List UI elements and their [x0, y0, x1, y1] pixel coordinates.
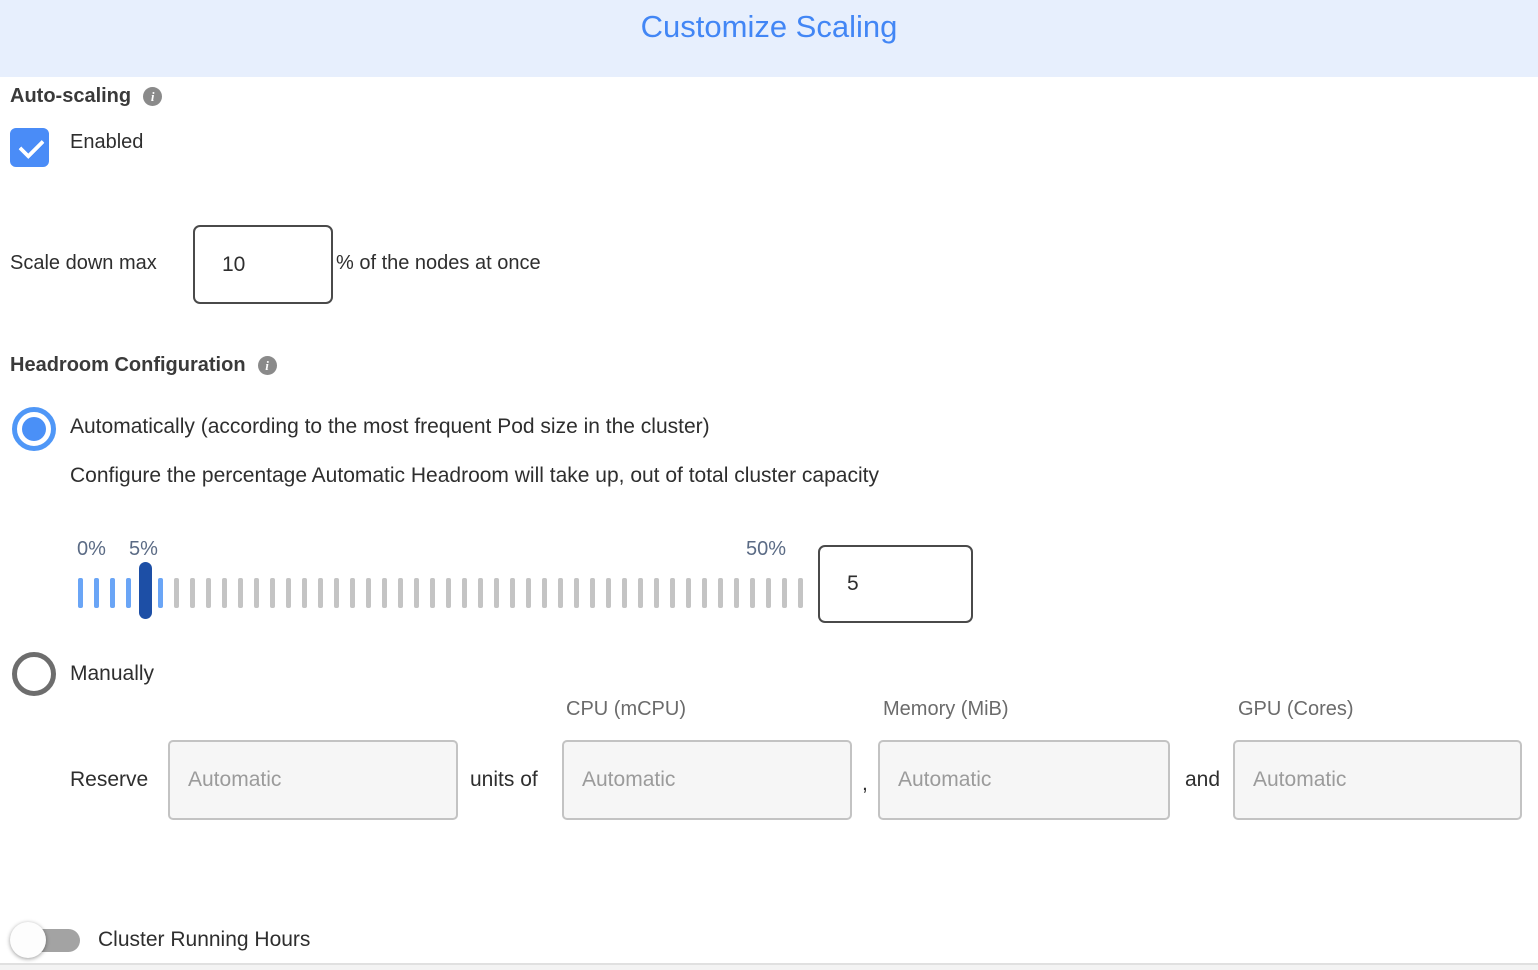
reserve-gpu-input[interactable] — [1233, 740, 1522, 820]
scale-down-max-suffix: % of the nodes at once — [336, 252, 541, 274]
enabled-label: Enabled — [70, 131, 144, 153]
headroom-section-label: Headroom Configuration i — [10, 354, 277, 377]
slider-tick — [494, 578, 499, 608]
auto-scaling-label: Auto-scaling — [10, 85, 132, 107]
auto-scaling-section-label: Auto-scaling i — [10, 85, 163, 108]
slider-tick — [670, 578, 675, 608]
slider-current-label: 5% — [129, 538, 158, 560]
slider-tick — [270, 578, 275, 608]
toggle-knob — [10, 922, 46, 958]
slider-tick — [798, 578, 803, 608]
reserve-count-input[interactable] — [168, 740, 458, 820]
slider-tick — [126, 578, 131, 608]
slider-tick — [366, 578, 371, 608]
slider-tick — [782, 578, 787, 608]
slider-tick — [206, 578, 211, 608]
slider-min-label: 0% — [77, 538, 106, 560]
slider-tick — [190, 578, 195, 608]
and-label: and — [1185, 768, 1221, 791]
comma-separator: , — [862, 772, 868, 795]
memory-column-header: Memory (MiB) — [883, 698, 1009, 720]
headroom-configuration-label: Headroom Configuration — [10, 354, 246, 376]
slider-tick — [622, 578, 627, 608]
slider-tick — [510, 578, 515, 608]
slider-tick — [478, 578, 483, 608]
slider-tick — [382, 578, 387, 608]
headroom-percentage-input[interactable] — [818, 545, 973, 623]
slider-tick — [574, 578, 579, 608]
slider-tick — [446, 578, 451, 608]
info-icon[interactable]: i — [257, 356, 277, 375]
slider-tick — [654, 578, 659, 608]
bottom-divider — [0, 963, 1538, 965]
headroom-manually-label: Manually — [70, 662, 155, 685]
slider-tick — [638, 578, 643, 608]
slider-tick — [398, 578, 403, 608]
slider-tick — [350, 578, 355, 608]
headroom-automatic-radio[interactable] — [12, 407, 56, 451]
slider-tick — [558, 578, 563, 608]
slider-tick — [734, 578, 739, 608]
cluster-running-hours-label: Cluster Running Hours — [98, 928, 311, 951]
slider-tick — [334, 578, 339, 608]
slider-tick — [686, 578, 691, 608]
reserve-memory-input[interactable] — [878, 740, 1170, 820]
slider-tick — [222, 578, 227, 608]
slider-tick — [158, 578, 163, 608]
slider-tick — [174, 578, 179, 608]
slider-tick — [94, 578, 99, 608]
slider-max-label: 50% — [746, 538, 787, 560]
slider-tick — [238, 578, 243, 608]
scale-down-max-input[interactable] — [193, 225, 333, 304]
info-icon[interactable]: i — [143, 87, 163, 106]
auto-scaling-enabled-checkbox[interactable] — [10, 128, 49, 167]
slider-tick — [606, 578, 611, 608]
slider-tick — [766, 578, 771, 608]
bottom-divider-fill — [0, 965, 1538, 970]
cluster-running-hours-toggle[interactable] — [10, 922, 86, 958]
slider-tick — [318, 578, 323, 608]
units-of-label: units of — [470, 768, 538, 791]
slider-tick — [110, 578, 115, 608]
panel-title: Customize Scaling — [640, 9, 898, 44]
panel-header: Customize Scaling — [0, 0, 1538, 77]
slider-tick — [590, 578, 595, 608]
headroom-manually-radio[interactable] — [12, 652, 56, 696]
slider-tick — [286, 578, 291, 608]
slider-tick — [414, 578, 419, 608]
slider-tick — [702, 578, 707, 608]
slider-tick — [526, 578, 531, 608]
reserve-label: Reserve — [70, 768, 149, 791]
slider-tick — [462, 578, 467, 608]
slider-tick — [78, 578, 83, 608]
headroom-slider-track[interactable] — [78, 578, 803, 608]
cpu-column-header: CPU (mCPU) — [566, 698, 686, 720]
slider-tick — [718, 578, 723, 608]
reserve-cpu-input[interactable] — [562, 740, 852, 820]
slider-tick — [302, 578, 307, 608]
slider-tick — [542, 578, 547, 608]
slider-tick — [750, 578, 755, 608]
scale-down-max-label: Scale down max — [10, 252, 157, 274]
headroom-slider-thumb[interactable] — [139, 562, 152, 619]
slider-tick — [254, 578, 259, 608]
gpu-column-header: GPU (Cores) — [1238, 698, 1354, 720]
headroom-automatic-label: Automatically (according to the most fre… — [70, 415, 710, 438]
slider-tick — [430, 578, 435, 608]
headroom-automatic-description: Configure the percentage Automatic Headr… — [70, 464, 879, 487]
